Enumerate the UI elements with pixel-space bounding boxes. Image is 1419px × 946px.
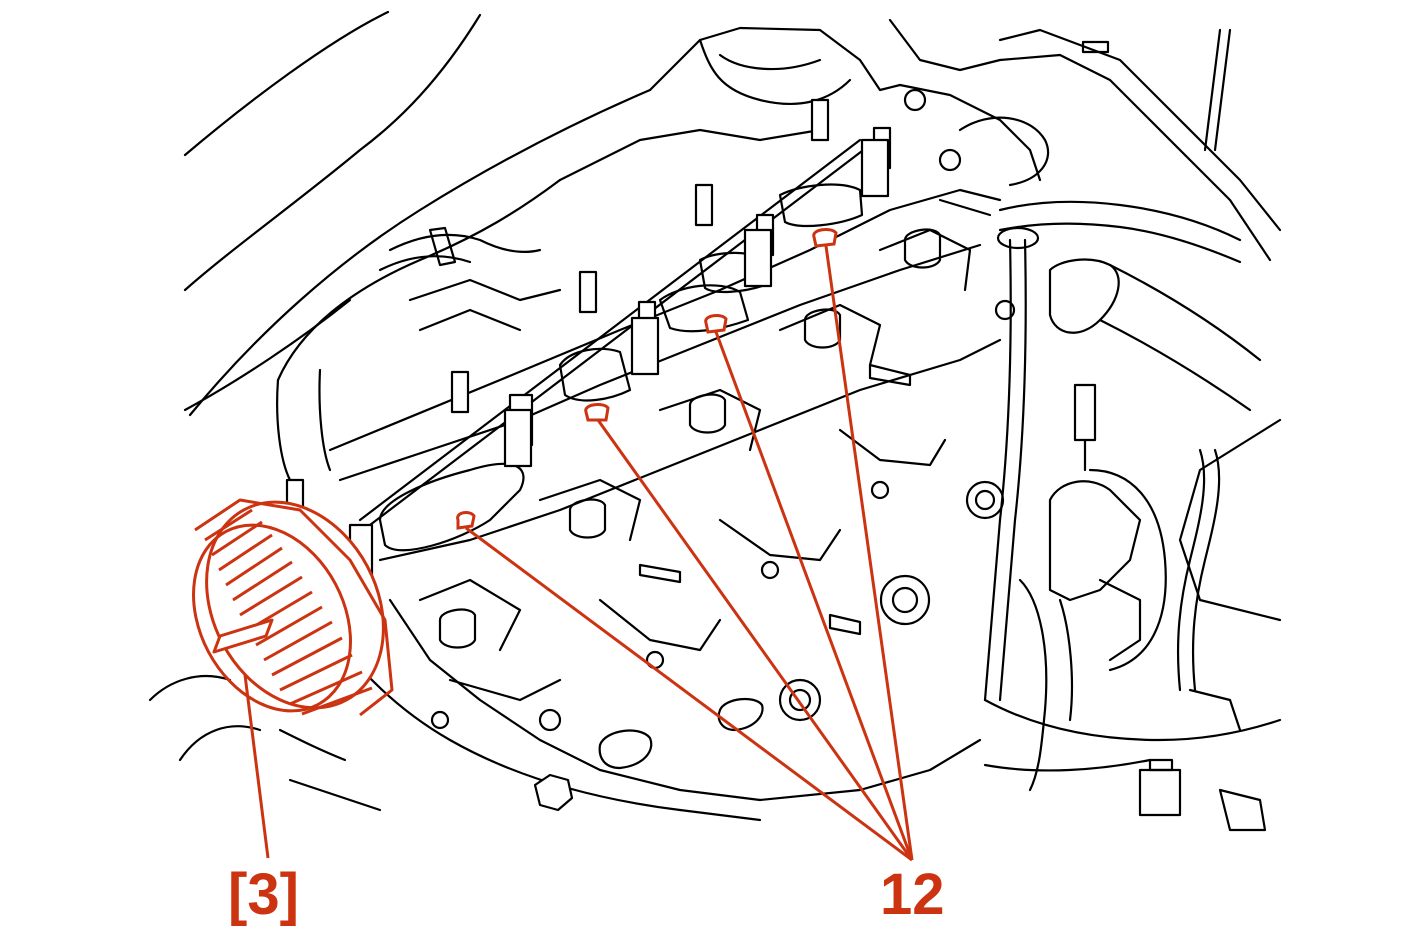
- part-12-leader-lines: [456, 228, 914, 862]
- valve-stems-upper: [285, 98, 892, 577]
- tappets-lower: [430, 88, 1016, 812]
- tool-reference-label: [3]: [228, 862, 299, 927]
- part-reference-label: 12: [880, 862, 945, 927]
- engine-line-art: [148, 10, 1282, 832]
- tool-gear-illustration: [192, 498, 394, 859]
- callout-annotations: [192, 228, 914, 862]
